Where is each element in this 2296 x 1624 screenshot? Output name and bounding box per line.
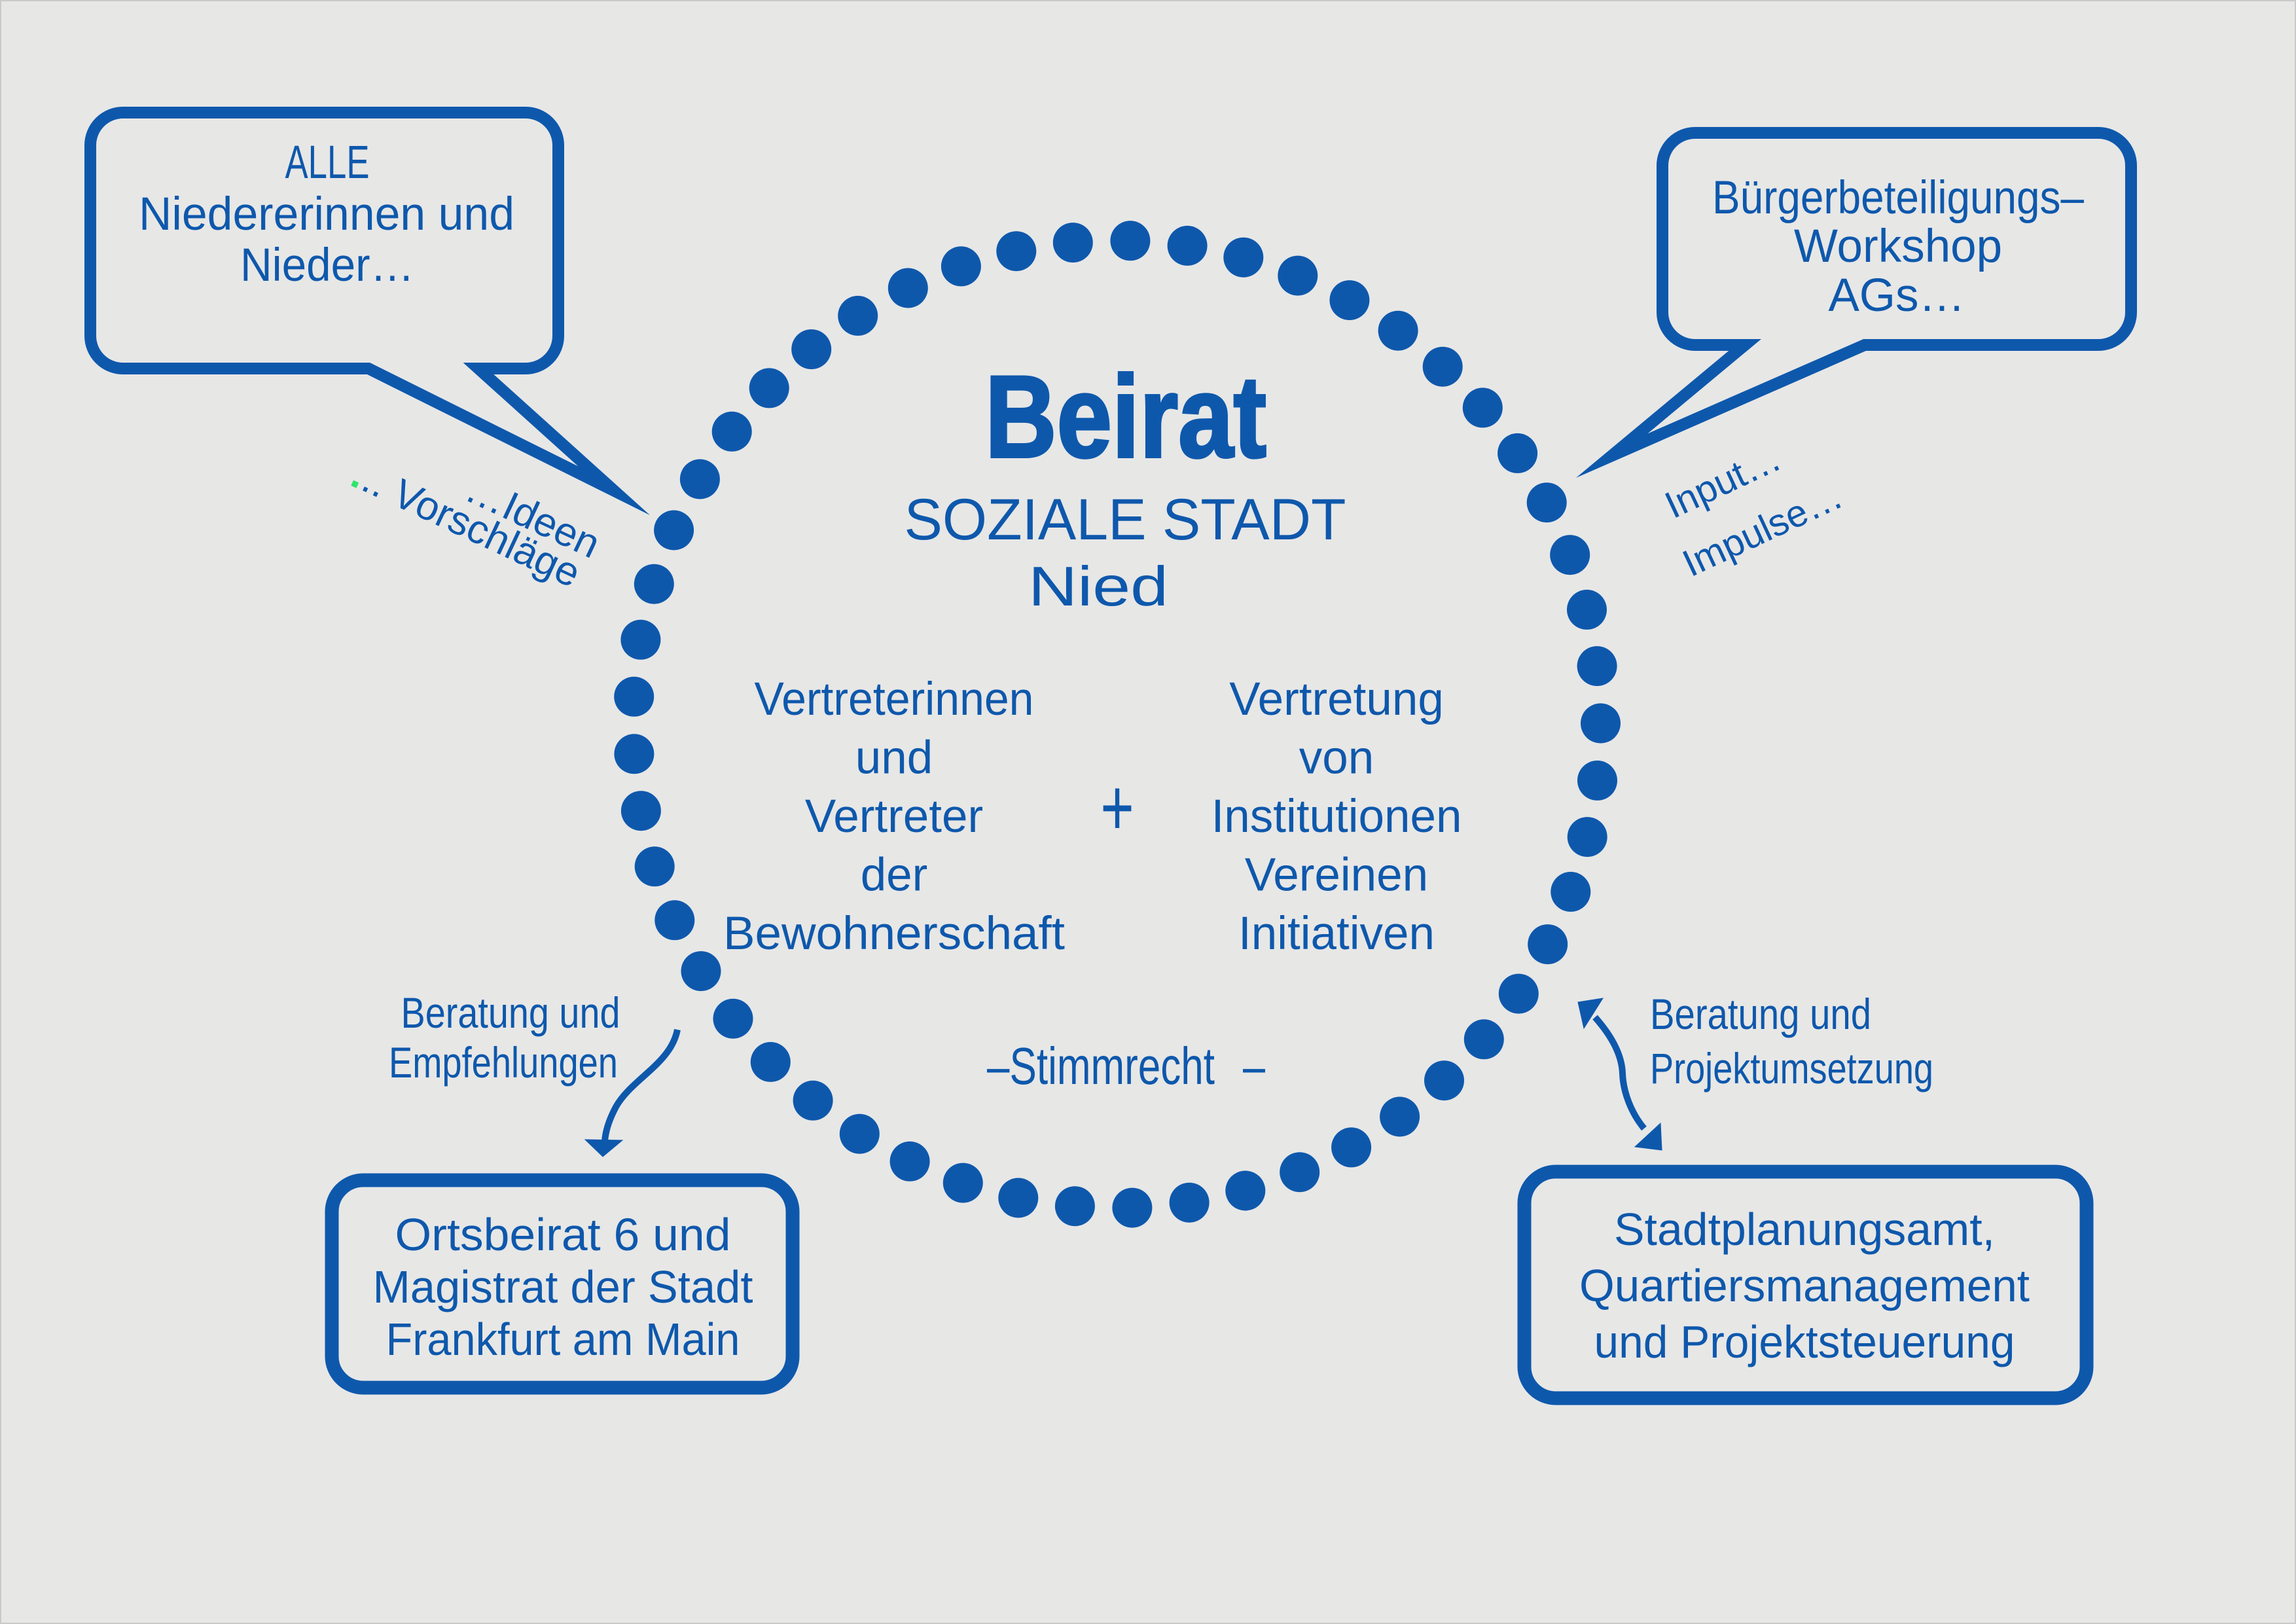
svg-text:SOZIALE STADT: SOZIALE STADT [905, 486, 1346, 552]
svg-text:Institutionen: Institutionen [1211, 791, 1462, 842]
svg-text:Stadtplanungsamt,: Stadtplanungsamt, [1614, 1204, 1995, 1255]
svg-text:AGs…: AGs… [1828, 270, 1965, 321]
svg-text:Vertreterinnen: Vertreterinnen [755, 674, 1034, 725]
svg-text:und: und [855, 732, 933, 784]
svg-text:Nied: Nied [1028, 556, 1168, 618]
svg-text:von: von [1299, 732, 1374, 784]
svg-text:Vertretung: Vertretung [1229, 674, 1444, 725]
svg-text:Bürgerbeteiligungs–: Bürgerbeteiligungs– [1712, 172, 2084, 224]
svg-text:Frankfurt am Main: Frankfurt am Main [386, 1314, 740, 1365]
svg-text:+: + [1100, 762, 1134, 852]
svg-text:Magistrat der Stadt: Magistrat der Stadt [373, 1261, 753, 1312]
svg-text:Bewohnerschaft: Bewohnerschaft [723, 908, 1065, 960]
svg-text:Projektumsetzung: Projektumsetzung [1650, 1044, 1933, 1092]
svg-text:Empfehlungen: Empfehlungen [389, 1038, 618, 1087]
svg-text:Vertreter: Vertreter [805, 791, 983, 842]
svg-text:Quartiersmanagement: Quartiersmanagement [1579, 1260, 2030, 1311]
svg-text:Workshop: Workshop [1794, 221, 2002, 272]
svg-text:der: der [861, 850, 928, 901]
svg-text:–: – [1243, 1037, 1265, 1095]
svg-text:Initiativen: Initiativen [1238, 908, 1435, 960]
svg-text:und Projektsteuerung: und Projektsteuerung [1594, 1316, 2015, 1367]
svg-text:Vereinen: Vereinen [1245, 850, 1428, 901]
svg-text:Beirat: Beirat [985, 352, 1266, 482]
svg-text:Ortsbeirat 6 und: Ortsbeirat 6 und [395, 1209, 731, 1260]
svg-text:Niedererinnen und: Niedererinnen und [139, 189, 514, 240]
svg-text:Beratung und: Beratung und [1650, 990, 1871, 1038]
svg-text:–Stimmrecht: –Stimmrecht [987, 1037, 1215, 1095]
svg-text:ALLE: ALLE [285, 137, 370, 189]
svg-text:Nieder…: Nieder… [240, 240, 414, 291]
svg-text:Beratung und: Beratung und [401, 988, 620, 1037]
